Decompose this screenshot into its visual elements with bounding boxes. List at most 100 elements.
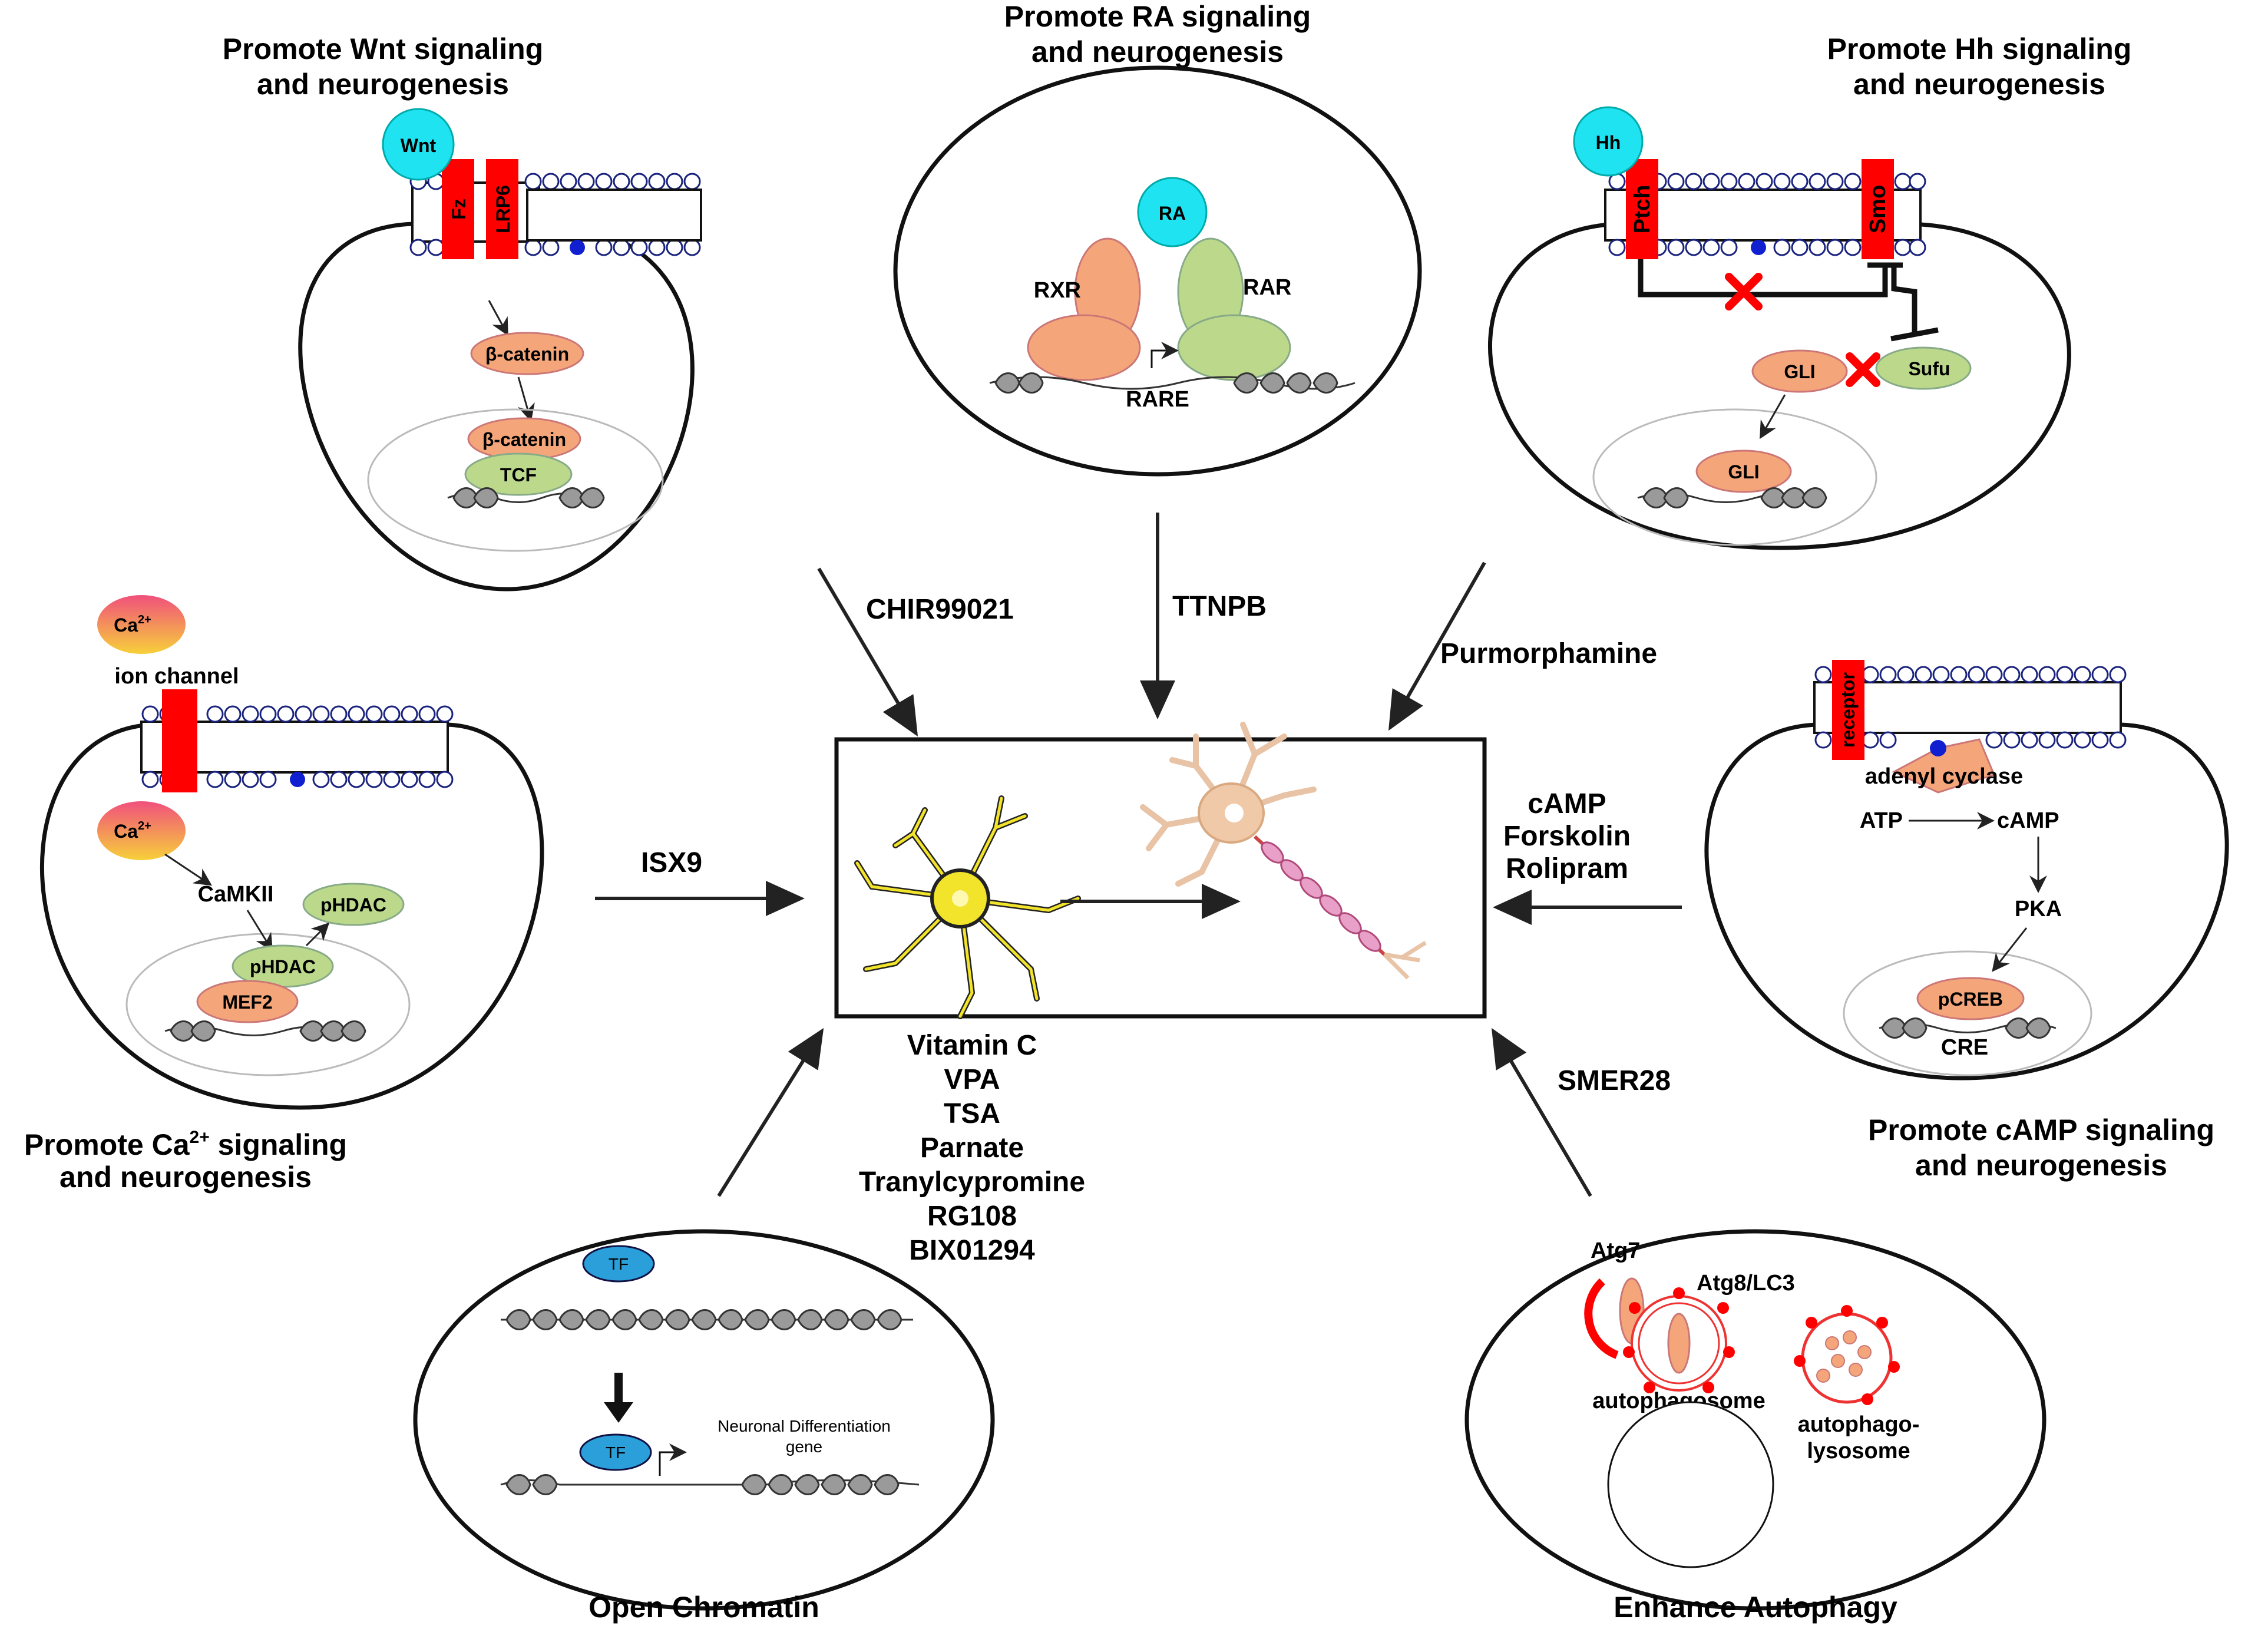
wnt-panel: Promote Wnt signaling and neurogenesis F…: [223, 32, 702, 592]
ca-title-line1: Promote Ca2+ signaling: [24, 1128, 347, 1161]
camp-membrane-bilayer: [1813, 681, 2122, 734]
mef2-label: MEF2: [222, 992, 272, 1013]
drug-tranylcypromine: Tranylcypromine: [859, 1167, 1085, 1198]
gli-1: [1751, 349, 1848, 393]
rar-label: RAR: [1243, 275, 1291, 300]
ptch-inhibition-line: [1638, 259, 1939, 342]
hh-membrane-dot: [1751, 240, 1766, 255]
hh-to-center-arrow: [1388, 561, 1486, 731]
phdac-cytoplasm-label: pHDAC: [320, 894, 386, 916]
beta-catenin-1: [470, 332, 584, 375]
hh-ligand-label: Hh: [1596, 132, 1621, 153]
ca-arrow-2: [246, 910, 273, 952]
drug-chir99021: CHIR99021: [866, 594, 1014, 625]
sufu-block-x-icon: [1846, 352, 1880, 387]
mef2: [196, 980, 299, 1023]
wnt-membrane: [411, 181, 540, 243]
camp-cell: [1704, 722, 2229, 1081]
wnt-title-line2: and neurogenesis: [257, 68, 509, 101]
drug-bix01294: BIX01294: [909, 1235, 1035, 1266]
drug-parnate: Parnate: [920, 1132, 1024, 1164]
autophagolysosome-label-line2: lysosome: [1807, 1439, 1910, 1463]
neuron-icon: [1140, 722, 1427, 980]
chromatin-cell: [413, 1229, 995, 1611]
sufu-label: Sufu: [1908, 358, 1950, 379]
pcreb-label: pCREB: [1938, 989, 2003, 1010]
sufu: [1875, 346, 1972, 390]
gpcr-receptor: [1832, 660, 1864, 760]
smo-label: Smo: [1866, 185, 1890, 233]
chromatin-title: Open Chromatin: [589, 1591, 819, 1624]
hh-dna: [1637, 487, 1827, 508]
ca-panel: Ca2+ ion channel Ca2+ CaMKII pHDAC pHDAC…: [24, 595, 544, 1194]
pathway-arrows: [595, 513, 1682, 1197]
rare-label: RARE: [1126, 387, 1189, 412]
ion-channel-label: ion channel: [114, 664, 239, 689]
wnt-cell: [298, 222, 695, 592]
epigenetic-drug-list: Vitamin C VPA TSA Parnate Tranylcypromin…: [859, 1030, 1085, 1266]
drug-rolipram: Rolipram: [1506, 853, 1628, 884]
rxr-dbd: [1027, 314, 1141, 381]
pka-to-pcreb-arrow: [1992, 927, 2028, 972]
drug-rg108: RG108: [927, 1201, 1017, 1232]
hh-title-line1: Promote Hh signaling: [1827, 32, 2132, 65]
gene-label-line2: gene: [786, 1438, 822, 1456]
ra-title-line2: and neurogenesis: [1031, 35, 1284, 68]
camp-membrane-heads: [1814, 666, 2127, 749]
tf-bound-label: TF: [606, 1443, 626, 1462]
tcf-factor: [464, 452, 573, 496]
gli-2-label: GLI: [1728, 461, 1759, 483]
hh-panel: Promote Hh signaling and neurogenesis Pt…: [1487, 32, 2132, 550]
ca-dna: [164, 1020, 366, 1042]
rxr-label: RXR: [1034, 278, 1081, 303]
hh-ligand: [1573, 106, 1644, 177]
lrp6-receptor: [486, 159, 518, 259]
autophagosome: [1623, 1287, 1735, 1393]
smo-receptor: [1862, 159, 1894, 259]
wnt-nucleus: [367, 408, 664, 552]
fz-receptor: [442, 159, 474, 259]
lrp6-label: LRP6: [492, 185, 514, 233]
atg7-label: Atg7: [1591, 1238, 1640, 1263]
phdac-cytoplasm: [302, 883, 405, 926]
rar-dbd: [1177, 314, 1291, 381]
camp-title-line2: and neurogenesis: [1915, 1149, 2167, 1182]
axon: [1253, 835, 1427, 980]
beta-catenin-1-label: β-catenin: [485, 343, 569, 365]
drug-vitamin-c: Vitamin C: [907, 1030, 1037, 1061]
ptch-block-x-icon: [1725, 273, 1763, 310]
pka-label: PKA: [2015, 897, 2062, 921]
autophagy-cell: [1464, 1229, 2047, 1611]
camp-title-line1: Promote cAMP signaling: [1868, 1113, 2214, 1146]
ion-channel: [162, 689, 197, 792]
wnt-title-line1: Promote Wnt signaling: [223, 32, 543, 65]
open-chromatin: [500, 1443, 920, 1495]
wnt-arrow-1: [488, 300, 508, 336]
chromatin-panel: TF TF Neuronal Differentiation gene Open…: [413, 1229, 995, 1624]
drug-tsa: TSA: [944, 1098, 1000, 1129]
ca-ion-inside-label: Ca2+: [114, 820, 151, 842]
gli-1-label: GLI: [1784, 361, 1815, 382]
fz-label: Fz: [448, 199, 470, 220]
drug-forskolin: Forskolin: [1503, 821, 1631, 852]
drug-isx9: ISX9: [641, 847, 702, 878]
wnt-ligand-label: Wnt: [401, 135, 437, 156]
camp-dna: [1879, 1017, 2057, 1039]
hh-nucleus: [1592, 408, 1877, 546]
adenyl-cyclase: [1892, 738, 1996, 794]
ptch-label: Ptch: [1630, 185, 1655, 233]
drug-smer28: SMER28: [1558, 1065, 1671, 1096]
drug-camp: cAMP: [1528, 788, 1606, 820]
camp-panel: receptor adenyl cyclase ATP cAMP PKA pCR…: [1704, 660, 2229, 1182]
ra-title-line1: Promote RA signaling: [1004, 0, 1311, 33]
receptor-label: receptor: [1837, 672, 1859, 748]
autophagolysosome-label-line1: autophago-: [1798, 1412, 1920, 1437]
tf-bound: [579, 1433, 652, 1471]
phdac-export-arrow: [305, 922, 330, 947]
ca-title-line2: and neurogenesis: [59, 1161, 312, 1194]
center-panel: [834, 722, 1487, 1019]
hh-membrane-heads: [1608, 173, 1926, 256]
adenyl-cyclase-label: adenyl cyclase: [1865, 764, 2023, 789]
ca-membrane-dot: [290, 772, 305, 787]
